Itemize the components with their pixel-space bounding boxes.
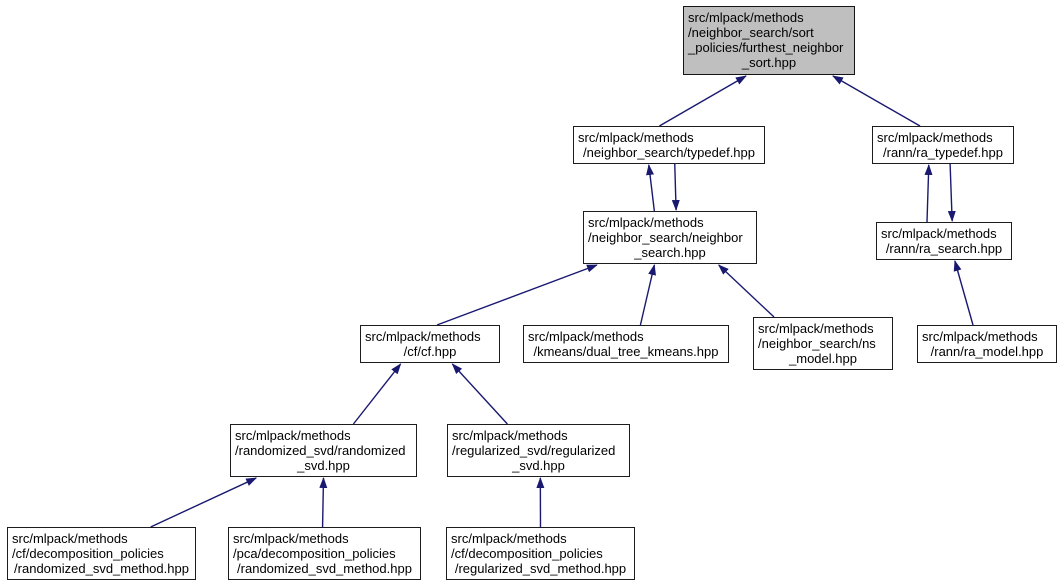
graph-node-label-line: src/mlpack/methods (12, 531, 128, 546)
edge-ns_typedef-to-furthest_neighbor_sort (659, 75, 747, 127)
edge-dual_tree_kmeans-to-neighbor_search (639, 264, 656, 326)
graph-node-furthest_neighbor_sort: src/mlpack/methods/neighbor_search/sort_… (683, 6, 855, 75)
edge-ra_search-to-ra_typedef (924, 164, 933, 223)
graph-node-label-line: src/mlpack/methods (688, 10, 804, 25)
graph-node-label-line: /neighbor_search/sort (688, 25, 814, 40)
graph-node-label-line: /rann/ra_typedef.hpp (883, 145, 1003, 160)
graph-node-label-line: src/mlpack/methods (233, 531, 349, 546)
graph-node-label-line: _svd.hpp (512, 458, 565, 473)
graph-node-label-line: /kmeans/dual_tree_kmeans.hpp (533, 344, 719, 359)
graph-node-ns_model[interactable]: src/mlpack/methods/neighbor_search/ns_mo… (753, 317, 893, 370)
edge-ra_model-to-ra_search (953, 260, 974, 326)
graph-node-label-line: src/mlpack/methods (877, 130, 993, 145)
graph-node-neighbor_search[interactable]: src/mlpack/methods/neighbor_search/neigh… (583, 211, 757, 264)
graph-node-label-line: /randomized_svd_method.hpp (14, 561, 189, 576)
graph-node-label-line: _search.hpp (634, 245, 706, 260)
graph-node-label-line: /cf/cf.hpp (403, 344, 457, 359)
graph-node-label-line: src/mlpack/methods (588, 215, 704, 230)
graph-node-label-line: src/mlpack/methods (235, 428, 351, 443)
edges-group (150, 75, 974, 528)
graph-node-ra_search[interactable]: src/mlpack/methods/rann/ra_search.hpp (876, 222, 1012, 260)
graph-node-pca_randomized_svd_method[interactable]: src/mlpack/methods/pca/decomposition_pol… (228, 527, 421, 580)
edge-pca_randomized_svd_method-to-randomized_svd (319, 477, 328, 528)
graph-node-label-line: /regularized_svd_method.hpp (454, 561, 627, 576)
graph-node-ra_typedef[interactable]: src/mlpack/methods/rann/ra_typedef.hpp (872, 126, 1014, 164)
edge-regularized_svd-to-cf (451, 363, 508, 425)
graph-node-label-line: /rann/ra_model.hpp (930, 344, 1044, 359)
graph-node-label-line: src/mlpack/methods (365, 329, 481, 344)
graph-node-label-line: src/mlpack/methods (881, 226, 997, 241)
graph-node-regularized_svd[interactable]: src/mlpack/methods/regularized_svd/regul… (447, 424, 630, 477)
graph-node-label-line: /cf/decomposition_policies (12, 546, 164, 561)
graph-node-label-line: /pca/decomposition_policies (233, 546, 396, 561)
graph-node-label-line: /randomized_svd_method.hpp (237, 561, 412, 576)
graph-node-label-line: /regularized_svd/regularized (452, 443, 616, 458)
graph-node-dual_tree_kmeans[interactable]: src/mlpack/methods/kmeans/dual_tree_kmea… (523, 325, 729, 363)
graph-node-label-line: /rann/ra_search.hpp (885, 241, 1003, 256)
graph-node-label-line: /neighbor_search/ns (758, 336, 876, 351)
graph-node-ns_typedef[interactable]: src/mlpack/methods/neighbor_search/typed… (573, 126, 765, 164)
edge-ns_typedef-to-neighbor_search (671, 163, 680, 211)
graph-node-randomized_svd[interactable]: src/mlpack/methods/randomized_svd/random… (230, 424, 417, 477)
edge-neighbor_search-to-ns_typedef (646, 164, 656, 212)
graph-node-label-line: /cf/decomposition_policies (451, 546, 603, 561)
edge-ra_typedef-to-ra_search (947, 163, 956, 222)
graph-node-label-line: _policies/furthest_neighbor (688, 40, 844, 55)
graph-node-label-line: src/mlpack/methods (578, 130, 694, 145)
graph-node-label-line: /neighbor_search/typedef.hpp (582, 145, 755, 160)
edge-ra_typedef-to-furthest_neighbor_sort (832, 75, 921, 127)
graph-node-label-line: src/mlpack/methods (922, 329, 1038, 344)
graph-node-label-line: src/mlpack/methods (452, 428, 568, 443)
graph-node-label-line: src/mlpack/methods (758, 321, 874, 336)
graph-node-label-line: src/mlpack/methods (528, 329, 644, 344)
graph-node-cf_randomized_svd_method[interactable]: src/mlpack/methods/cf/decomposition_poli… (7, 527, 196, 580)
edge-cf-to-neighbor_search (436, 264, 598, 326)
graph-node-label-line: _svd.hpp (297, 458, 350, 473)
graph-node-label-line: src/mlpack/methods (451, 531, 567, 546)
graph-node-ra_model[interactable]: src/mlpack/methods/rann/ra_model.hpp (917, 325, 1057, 363)
edge-cf_randomized_svd_method-to-randomized_svd (150, 477, 258, 528)
graph-node-label-line: /randomized_svd/randomized (235, 443, 406, 458)
edge-randomized_svd-to-cf (352, 363, 402, 425)
graph-node-label-line: _model.hpp (789, 351, 857, 366)
edge-ns_model-to-neighbor_search (717, 264, 775, 318)
graph-node-cf[interactable]: src/mlpack/methods/cf/cf.hpp (360, 325, 500, 363)
graph-node-label-line: /neighbor_search/neighbor (588, 230, 743, 245)
graph-node-label-line: _sort.hpp (741, 55, 797, 70)
graph-node-cf_regularized_svd_method[interactable]: src/mlpack/methods/cf/decomposition_poli… (446, 527, 635, 580)
